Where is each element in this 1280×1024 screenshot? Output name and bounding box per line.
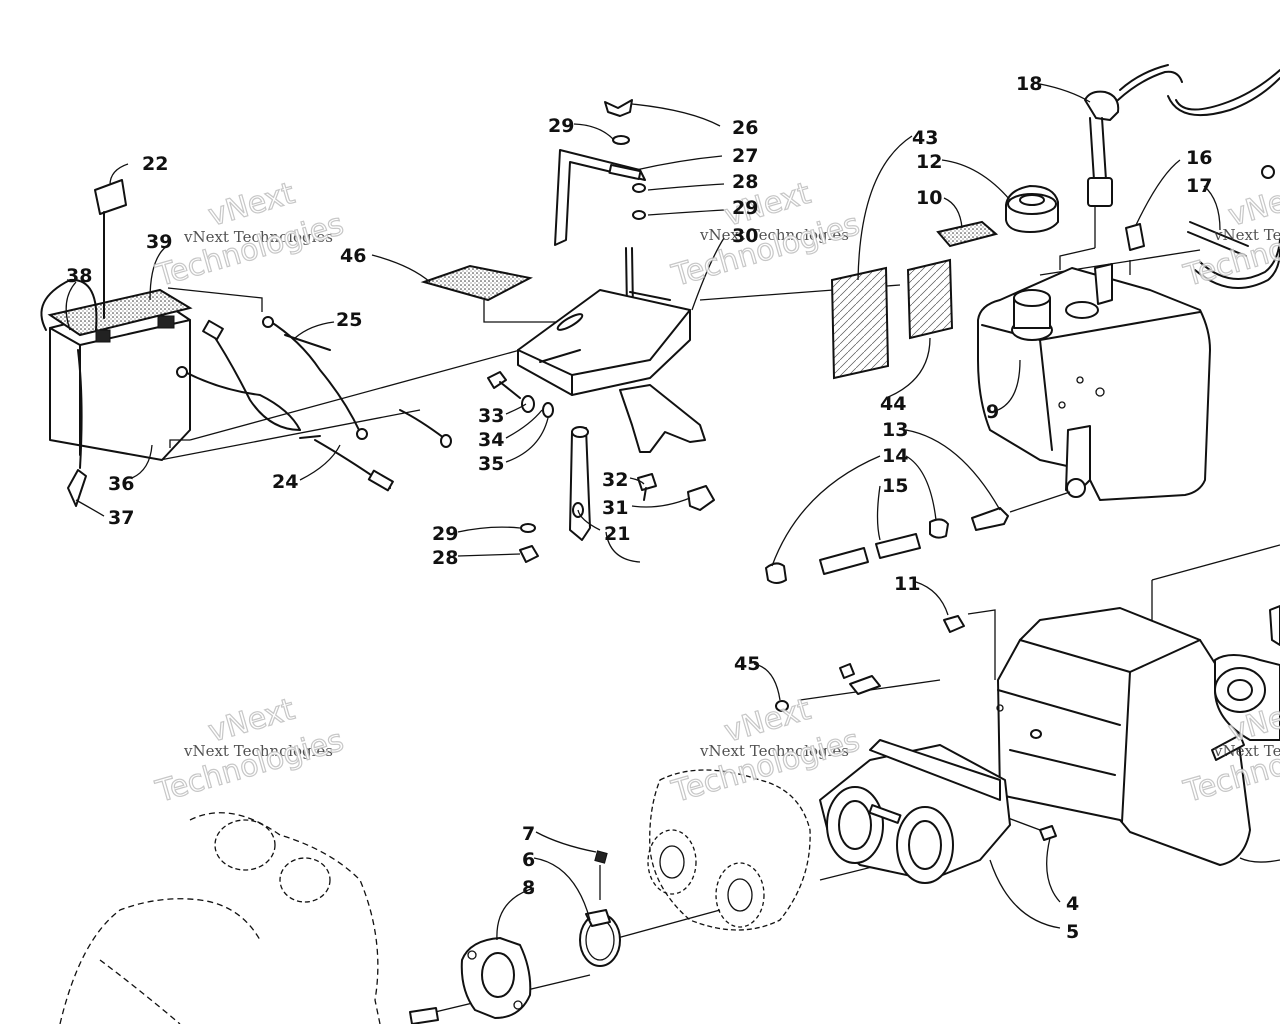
callout-16: 16 — [1186, 147, 1212, 169]
callout-28: 28 — [432, 547, 458, 569]
decal-label — [936, 220, 999, 248]
battery-bracket — [554, 149, 646, 246]
callout-32: 32 — [602, 469, 628, 491]
callout-31: 31 — [602, 497, 628, 519]
callout-22: 22 — [142, 153, 168, 175]
watermark-text: vNext Technologies — [183, 742, 333, 760]
callout-21: 21 — [604, 523, 630, 545]
callout-33: 33 — [478, 405, 504, 427]
callout-11: 11 — [894, 573, 920, 595]
callout-9: 9 — [986, 401, 999, 423]
callout-29: 29 — [732, 197, 758, 219]
engine-ghost — [59, 812, 381, 1024]
silencer-right-cutaway — [1214, 605, 1280, 741]
callout-10: 10 — [916, 187, 942, 209]
bolt-washers — [487, 371, 554, 418]
callout-37: 37 — [108, 507, 134, 529]
battery-tray — [517, 289, 706, 453]
callout-28: 28 — [732, 171, 758, 193]
callout-27: 27 — [732, 145, 758, 167]
battery-cables — [176, 316, 452, 492]
watermark-big-text: vNext — [1225, 176, 1280, 234]
callout-4: 4 — [1066, 893, 1079, 915]
wing-nut — [604, 99, 633, 145]
leader-lines — [65, 83, 1280, 941]
battery-pad — [420, 264, 533, 302]
oil-line-fittings — [1125, 165, 1280, 289]
callout-43: 43 — [912, 127, 938, 149]
battery-cap — [94, 179, 127, 319]
callout-13: 13 — [882, 419, 908, 441]
callout-29: 29 — [432, 523, 458, 545]
callout-15: 15 — [882, 475, 908, 497]
callout-6: 6 — [522, 849, 535, 871]
callout-38: 38 — [66, 265, 92, 287]
fastener-45 — [775, 663, 881, 712]
callout-14: 14 — [882, 445, 908, 467]
watermark-text: vNext Technologies — [1213, 742, 1280, 760]
carb-adapter — [819, 739, 1057, 884]
callout-45: 45 — [734, 653, 760, 675]
strap-fasteners — [519, 473, 715, 563]
callout-46: 46 — [340, 245, 366, 267]
clamp — [579, 850, 621, 967]
watermark-text: vNext Technologies — [1213, 226, 1280, 244]
callout-35: 35 — [478, 453, 504, 475]
callout-36: 36 — [108, 473, 134, 495]
battery-strap — [67, 469, 87, 507]
callout-34: 34 — [478, 429, 504, 451]
callout-39: 39 — [146, 231, 172, 253]
callout-24: 24 — [272, 471, 298, 493]
fastener-11 — [943, 615, 965, 633]
callout-26: 26 — [732, 117, 758, 139]
callout-30: 30 — [732, 225, 758, 247]
callout-12: 12 — [916, 151, 942, 173]
callout-44: 44 — [880, 393, 906, 415]
intake-flange — [409, 937, 532, 1024]
callout-5: 5 — [1066, 921, 1079, 943]
oil-tank-cap — [1005, 185, 1059, 233]
callout-labels: 22 39 38 36 37 46 25 24 29 26 27 28 29 3… — [66, 73, 1212, 943]
oil-level-sensor — [1084, 64, 1280, 207]
hold-down-strap — [569, 426, 591, 541]
watermark-text: vNext Technologies — [699, 226, 849, 244]
callout-7: 7 — [522, 823, 535, 845]
callout-29: 29 — [548, 115, 574, 137]
oil-tank — [977, 263, 1211, 501]
oil-line-hoses — [765, 491, 1071, 584]
battery — [40, 278, 193, 469]
callout-25: 25 — [336, 309, 362, 331]
watermark-text: vNext Technologies — [699, 742, 849, 760]
decal-panels — [830, 258, 954, 380]
callout-8: 8 — [522, 877, 535, 899]
callout-18: 18 — [1016, 73, 1042, 95]
watermark-text: vNext Technologies — [183, 228, 333, 246]
callout-17: 17 — [1186, 175, 1212, 197]
air-silencer — [996, 607, 1251, 866]
carburetor-ghost — [647, 769, 811, 931]
